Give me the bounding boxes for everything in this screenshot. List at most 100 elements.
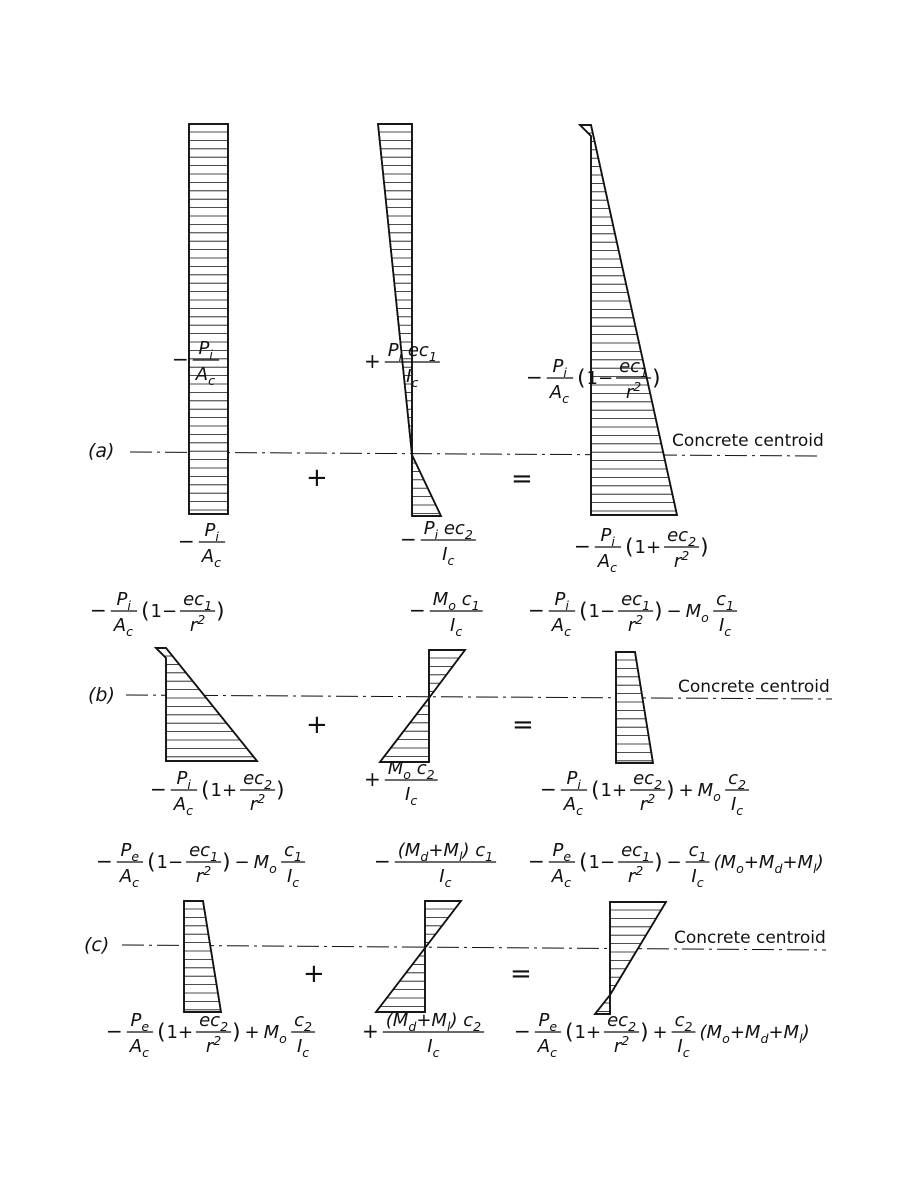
- row-b-self-weight-moment-diagram: [378, 649, 467, 763]
- row-b-label: (b): [88, 684, 115, 706]
- formula-text: (: [157, 1020, 165, 1045]
- formula-text: r2​: [674, 548, 689, 572]
- formula-text: r2​: [628, 863, 643, 887]
- formula-text: r2​: [196, 863, 211, 887]
- formula-text: ): [216, 599, 224, 624]
- row-a-label: (a): [88, 440, 114, 462]
- row-c-effective-prestress-diagram: [183, 900, 222, 1013]
- formula-text: 1−: [587, 368, 614, 389]
- formula-text: Ic​: [731, 794, 743, 818]
- formula-text: ): [652, 366, 660, 391]
- row-b: (b) Concrete centroid + = −Pi​Ac​(1−ec1​…: [88, 589, 833, 818]
- formula-text: r2​: [206, 1033, 221, 1057]
- row-a-diagram-2-top-formula: +Pi​ ec1​Ic​: [364, 340, 440, 390]
- row-c-centroid-label: Concrete centroid: [674, 928, 826, 948]
- formula-text: ec1​: [621, 589, 650, 613]
- formula-text: Ac​: [551, 866, 571, 890]
- row-c-diagram-2-bottom-formula: +(Md​+Ml​) c2​Ic​: [362, 1010, 485, 1060]
- formula-text: Ac​: [119, 866, 139, 890]
- row-c-service-load-moment-diagram: [374, 900, 463, 1013]
- formula-text: Mo​: [264, 1022, 288, 1046]
- formula-text: 1−: [589, 601, 616, 622]
- formula-text: 1+: [575, 1022, 602, 1043]
- row-b-plus-sign: +: [306, 710, 328, 740]
- formula-text: −: [235, 852, 250, 873]
- formula-text: −: [178, 529, 195, 553]
- formula-text: Mo​: [698, 780, 722, 804]
- formula-text: −: [106, 1019, 123, 1043]
- formula-text: ec1​: [621, 840, 650, 864]
- formula-text: Ac​: [129, 1036, 149, 1060]
- formula-text: Ac​: [195, 364, 215, 388]
- row-a-plus-sign: +: [306, 463, 328, 493]
- formula-text: Mo​: [686, 601, 710, 625]
- formula-text: −: [90, 598, 107, 622]
- formula-text: c1​: [716, 589, 734, 613]
- formula-text: −: [540, 777, 557, 801]
- formula-text: (: [591, 778, 599, 803]
- formula-text: Ac​: [549, 382, 569, 406]
- row-c: (c) Concrete centroid + = −Pe​Ac​(1−ec1​: [84, 840, 827, 1060]
- formula-text: (Md​+Ml​) c1​: [398, 840, 493, 864]
- formula-text: +: [362, 1019, 379, 1043]
- formula-text: ec1​: [183, 589, 212, 613]
- row-c-diagram-1-top-formula: −Pe​Ac​(1−ec1​r2​)−Mo​c1​Ic​: [96, 840, 306, 890]
- formula-text: Pe​: [121, 840, 140, 864]
- formula-text: +: [245, 1022, 260, 1043]
- formula-text: 1+: [167, 1022, 194, 1043]
- formula-text: +: [364, 767, 381, 791]
- formula-text: Ic​: [450, 615, 462, 639]
- formula-text: −: [409, 598, 426, 622]
- row-c-equals-sign: =: [510, 959, 532, 989]
- formula-text: Pi​: [199, 338, 214, 362]
- formula-text: −: [526, 365, 543, 389]
- formula-text: −: [667, 852, 682, 873]
- formula-text: Ic​: [677, 1036, 689, 1060]
- formula-text: −: [172, 347, 189, 371]
- formula-text: Pe​: [131, 1010, 150, 1034]
- formula-text: ): [654, 850, 662, 875]
- formula-text: 1−: [589, 852, 616, 873]
- formula-text: +: [653, 1022, 668, 1043]
- formula-text: ec2​: [243, 768, 272, 792]
- formula-text: Ic​: [442, 544, 454, 568]
- row-b-prestress-diagram: [153, 647, 259, 762]
- formula-text: c2​: [294, 1010, 312, 1034]
- formula-text: Pi​: [553, 356, 568, 380]
- row-b-diagram-3-bottom-formula: −Pi​Ac​(1+ec2​r2​)+Mo​c2​Ic​: [540, 768, 750, 818]
- formula-text: Pe​: [539, 1010, 558, 1034]
- formula-text: c2​: [675, 1010, 693, 1034]
- formula-text: Mo​ c2​: [388, 758, 435, 782]
- formula-text: −: [667, 601, 682, 622]
- row-c-plus-sign: +: [303, 959, 325, 989]
- row-b-resultant-stress-diagram: [615, 651, 654, 764]
- row-b-centroid-label: Concrete centroid: [678, 677, 830, 697]
- row-c-resultant-stress-diagram: [593, 901, 668, 1015]
- formula-text: −: [150, 777, 167, 801]
- formula-text: −: [528, 598, 545, 622]
- row-b-diagram-3-top-formula: −Pi​Ac​(1−ec1​r2​)−Mo​c1​Ic​: [528, 589, 738, 639]
- formula-text: ): [666, 778, 674, 803]
- formula-text: 1−: [157, 852, 184, 873]
- row-a-diagram-3-top-formula: −Pi​Ac​(1−ec1​r2​): [526, 356, 661, 406]
- row-a-resultant-stress-diagram: [577, 124, 679, 516]
- formula-text: +: [679, 780, 694, 801]
- formula-text: Ic​: [691, 866, 703, 890]
- formula-text: r2​: [190, 612, 205, 636]
- formula-text: c1​: [284, 840, 302, 864]
- formula-text: +: [364, 349, 381, 373]
- formula-text: ): [640, 1020, 648, 1045]
- row-c-diagram-3-top-formula: −Pe​Ac​(1−ec1​r2​)−c1​Ic​(Mo​+Md​+Ml​): [528, 840, 824, 890]
- formula-text: (: [577, 366, 585, 391]
- formula-text: 1−: [151, 601, 178, 622]
- row-a-diagram-1-bottom-formula: −Pi​Ac​: [178, 520, 226, 570]
- formula-text: Pi​: [555, 589, 570, 613]
- formula-text: Ic​: [297, 1036, 309, 1060]
- row-a-equals-sign: =: [511, 464, 533, 494]
- formula-text: Ac​: [597, 551, 617, 575]
- row-a-uniform-stress-diagram: [188, 123, 229, 515]
- formula-text: Pe​: [553, 840, 572, 864]
- row-b-diagram-1-bottom-formula: −Pi​Ac​(1+ec2​r2​): [150, 768, 285, 818]
- row-a-centroid-axis: [129, 451, 821, 457]
- row-b-equals-sign: =: [512, 710, 534, 740]
